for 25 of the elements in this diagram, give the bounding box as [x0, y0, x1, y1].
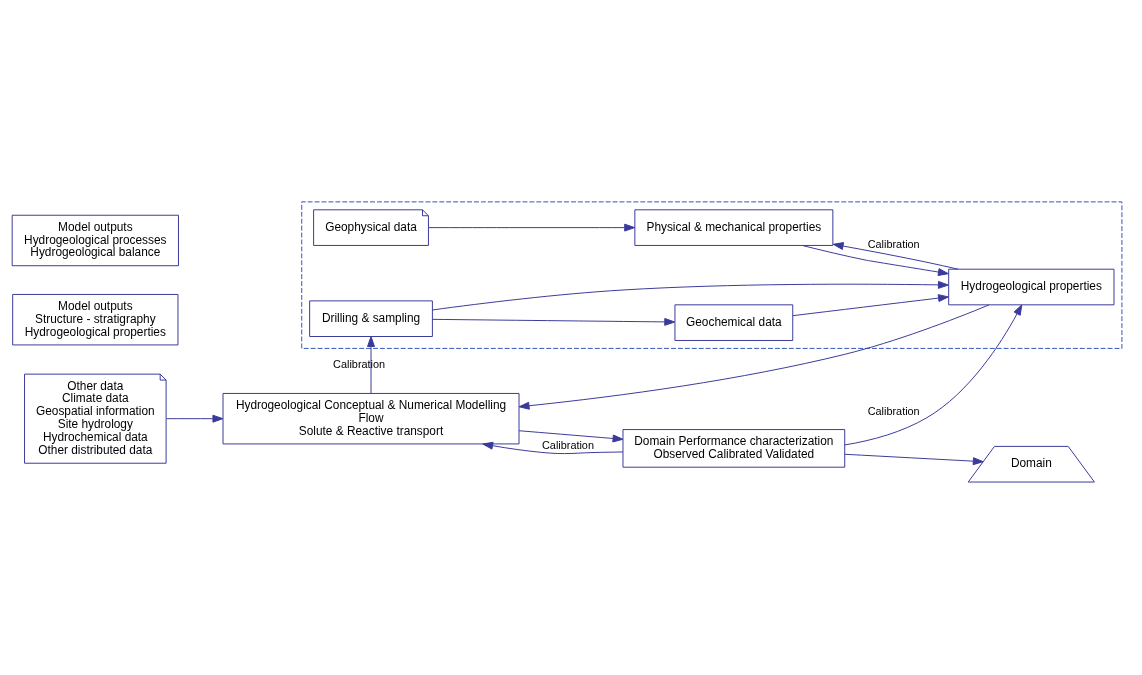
node-box: Geochemical data — [674, 303, 794, 341]
arrow — [428, 223, 636, 232]
arrow — [431, 317, 676, 326]
node-box: Model outputs Hydrogeological processes Hydrogeological balance — [11, 214, 179, 266]
arrow — [801, 244, 949, 276]
node-box: Drilling & sampling — [309, 299, 433, 337]
arrow — [792, 293, 949, 316]
edge-label: Calibration — [867, 237, 920, 250]
node-box: Hydrogeological properties — [948, 268, 1115, 305]
edge-label: Calibration — [541, 438, 594, 451]
arrow — [165, 414, 224, 423]
arrow — [367, 335, 375, 394]
node-box: Physical & mechanical properties — [634, 208, 834, 246]
edge-label: Calibration — [333, 357, 386, 370]
node-box: Domain Performance characterization Observed Calibrated Validated — [622, 428, 846, 468]
arrow — [482, 441, 624, 454]
arrow — [518, 303, 990, 410]
arrow — [518, 429, 624, 442]
arrow — [832, 241, 959, 270]
arrow — [431, 280, 949, 310]
arrow — [844, 453, 984, 465]
arrow — [844, 303, 1023, 445]
node-box: Hydrogeological Conceptual & Numerical Modelling Flow Solute & Reactive transport — [222, 392, 520, 444]
node-box: Model outputs Structure - stratigraphy Hydrogeological properties — [12, 293, 179, 345]
edge-label: Calibration — [867, 404, 920, 417]
